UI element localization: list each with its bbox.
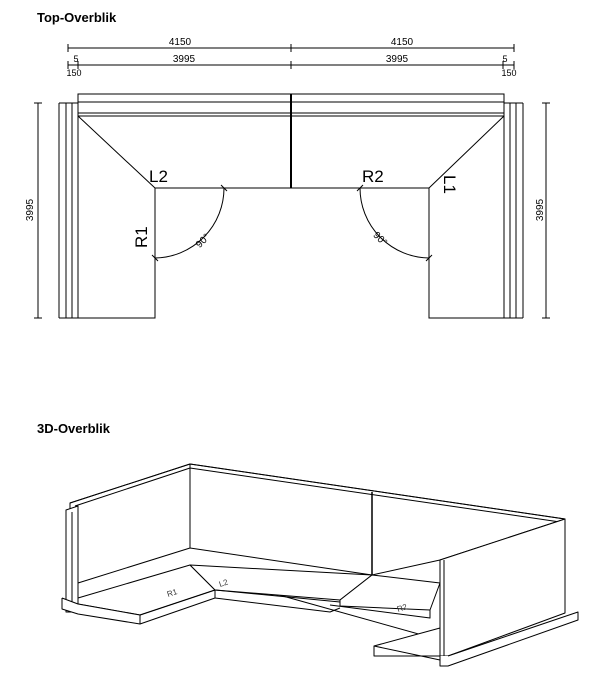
dim-top-left-inner: 3995 bbox=[173, 54, 196, 65]
dim-edge-right-small: 5 bbox=[502, 54, 507, 64]
top-view-heading: Top-Overblik bbox=[37, 10, 117, 25]
dim-top-right-inner: 3995 bbox=[386, 54, 409, 65]
dim-depth-left: 3995 bbox=[25, 198, 36, 221]
top-view-sofa bbox=[58, 93, 524, 319]
3d-tag-left-corner: L2 bbox=[218, 577, 230, 588]
dim-depth-right: 3995 bbox=[535, 198, 546, 221]
angle-left: 90° bbox=[194, 232, 212, 250]
3d-tag-left-arm: R1 bbox=[166, 587, 179, 599]
3d-tag-right-corner: R2 bbox=[396, 602, 409, 614]
module-left-corner: L2 bbox=[149, 167, 168, 186]
3d-view-heading: 3D-Overblik bbox=[37, 421, 110, 436]
module-left-arm: R1 bbox=[132, 226, 151, 248]
dim-top-right-outer: 4150 bbox=[391, 37, 414, 48]
angle-right: 90° bbox=[371, 230, 389, 248]
3d-view-sofa bbox=[61, 463, 579, 667]
dim-edge-right-offset: 150 bbox=[501, 68, 516, 78]
top-view-dimensions bbox=[34, 44, 550, 319]
dim-edge-left-offset: 150 bbox=[66, 68, 81, 78]
module-right-arm: L1 bbox=[440, 175, 459, 194]
dim-top-left-outer: 4150 bbox=[169, 37, 192, 48]
module-right-corner: R2 bbox=[362, 167, 384, 186]
dim-edge-left-small: 5 bbox=[73, 54, 78, 64]
angle-arcs bbox=[151, 184, 433, 262]
